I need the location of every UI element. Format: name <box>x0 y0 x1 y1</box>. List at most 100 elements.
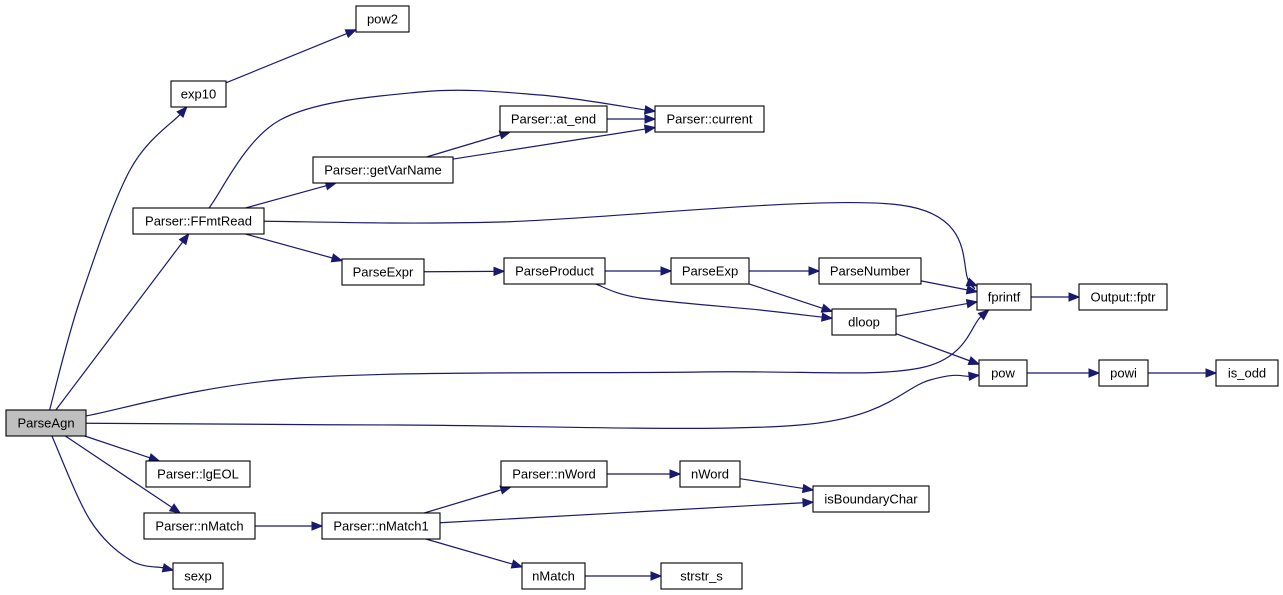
node-lgEOL[interactable]: Parser::lgEOL <box>145 460 251 488</box>
edge-pnMatch1-to-nMatch <box>425 538 513 565</box>
node-pow[interactable]: pow <box>978 359 1028 387</box>
node-box-strstr_s[interactable] <box>660 562 743 590</box>
node-fptr[interactable]: Output::fptr <box>1078 283 1168 311</box>
node-box-ParseExpr[interactable] <box>341 258 425 286</box>
node-box-fprintf[interactable] <box>976 283 1032 311</box>
arrowhead-root-to-pnMatch <box>168 503 182 514</box>
node-is_odd[interactable]: is_odd <box>1215 359 1279 387</box>
node-box-nMatch[interactable] <box>521 562 586 590</box>
node-box-lgEOL[interactable] <box>145 460 251 488</box>
node-box-powi[interactable] <box>1098 359 1149 387</box>
node-box-root[interactable] <box>5 409 87 437</box>
node-ParseProduct[interactable]: ParseProduct <box>503 257 606 285</box>
node-label-getVarName: Parser::getVarName <box>324 163 442 178</box>
node-label-dloop: dloop <box>848 315 880 330</box>
node-label-FFmtRead: Parser::FFmtRead <box>145 214 252 229</box>
node-getVarName[interactable]: Parser::getVarName <box>312 156 454 184</box>
arrowhead-dloop-to-pow <box>967 356 981 366</box>
edge-dloop-to-pow <box>895 333 970 362</box>
arrowhead-ParseNumber-to-fprintf <box>965 285 979 295</box>
node-label-ParseExpr: ParseExpr <box>353 265 414 280</box>
arrowhead-exp10-to-pow2 <box>344 29 358 39</box>
node-box-fptr[interactable] <box>1078 283 1168 311</box>
node-box-pnMatch1[interactable] <box>321 512 441 540</box>
node-box-FFmtRead[interactable] <box>132 207 265 235</box>
edge-getVarName-to-current <box>452 128 646 160</box>
node-nWord[interactable]: nWord <box>679 460 741 488</box>
edge-root-to-sexp <box>51 435 164 569</box>
node-box-pow[interactable] <box>978 359 1028 387</box>
node-label-strstr_s: strstr_s <box>680 569 723 584</box>
arrowhead-pow-to-powi <box>1088 368 1101 378</box>
arrowhead-pnMatch-to-pnMatch1 <box>311 521 324 531</box>
node-root[interactable]: ParseAgn <box>5 409 87 437</box>
node-label-ParseProduct: ParseProduct <box>515 264 594 279</box>
arrowhead-fprintf-to-fptr <box>1068 292 1081 302</box>
edge-root-to-pow <box>85 374 970 429</box>
node-isBoundaryChar[interactable]: isBoundaryChar <box>812 485 930 513</box>
node-ParseExpr[interactable]: ParseExpr <box>341 258 425 286</box>
node-label-powi: powi <box>1110 366 1137 381</box>
node-label-pnMatch: Parser::nMatch <box>155 519 243 534</box>
node-pow2[interactable]: pow2 <box>355 5 410 33</box>
node-box-nWord[interactable] <box>679 460 741 488</box>
edge-getVarName-to-at_end <box>426 134 501 158</box>
node-at_end[interactable]: Parser::at_end <box>499 105 608 133</box>
node-box-ParseNumber[interactable] <box>818 257 922 285</box>
arrowhead-dloop-to-fprintf <box>965 299 979 309</box>
edge-root-to-lgEOL <box>84 435 150 459</box>
node-box-at_end[interactable] <box>499 105 608 133</box>
edge-dloop-to-fprintf <box>895 302 968 317</box>
node-box-getVarName[interactable] <box>312 156 454 184</box>
node-label-ParseNumber: ParseNumber <box>830 264 911 279</box>
arrowhead-root-to-sexp <box>161 563 175 573</box>
node-exp10[interactable]: exp10 <box>170 80 227 108</box>
node-label-sexp: sexp <box>184 569 211 584</box>
node-box-ParseExp[interactable] <box>670 257 750 285</box>
node-sexp[interactable]: sexp <box>172 562 224 590</box>
arrowhead-ParseProduct-to-dloop <box>821 312 834 322</box>
node-box-pnWord[interactable] <box>500 460 608 488</box>
arrowhead-FFmtRead-to-fprintf <box>965 277 979 287</box>
node-powi[interactable]: powi <box>1098 359 1149 387</box>
node-label-nMatch: nMatch <box>532 569 575 584</box>
node-ParseNumber[interactable]: ParseNumber <box>818 257 922 285</box>
node-box-pnMatch[interactable] <box>143 512 256 540</box>
node-label-pnMatch1: Parser::nMatch1 <box>333 519 428 534</box>
node-box-isBoundaryChar[interactable] <box>812 485 930 513</box>
node-dloop[interactable]: dloop <box>831 308 897 336</box>
node-label-fptr: Output::fptr <box>1090 290 1156 305</box>
node-label-isBoundaryChar: isBoundaryChar <box>824 492 918 507</box>
node-pnWord[interactable]: Parser::nWord <box>500 460 608 488</box>
arrowhead-pnMatch1-to-isBoundaryChar <box>802 498 815 508</box>
node-strstr_s[interactable]: strstr_s <box>660 562 743 590</box>
node-box-is_odd[interactable] <box>1215 359 1279 387</box>
node-ParseExp[interactable]: ParseExp <box>670 257 750 285</box>
arrowhead-ParseExp-to-dloop <box>820 303 834 313</box>
node-box-current[interactable] <box>654 105 765 133</box>
edge-ParseNumber-to-fprintf <box>920 280 968 291</box>
node-box-exp10[interactable] <box>170 80 227 108</box>
node-current[interactable]: Parser::current <box>654 105 765 133</box>
node-label-is_odd: is_odd <box>1228 366 1266 381</box>
node-box-pow2[interactable] <box>355 5 410 33</box>
arrowhead-FFmtRead-to-ParseExpr <box>330 253 344 263</box>
node-nMatch[interactable]: nMatch <box>521 562 586 590</box>
edge-FFmtRead-to-ParseExpr <box>245 233 333 259</box>
arrowhead-root-to-exp10 <box>176 105 188 118</box>
node-label-root: ParseAgn <box>17 416 74 431</box>
node-FFmtRead[interactable]: Parser::FFmtRead <box>132 207 265 235</box>
node-fprintf[interactable]: fprintf <box>976 283 1032 311</box>
node-pnMatch1[interactable]: Parser::nMatch1 <box>321 512 441 540</box>
arrowhead-powi-to-is_odd <box>1205 368 1218 378</box>
node-pnMatch[interactable]: Parser::nMatch <box>143 512 256 540</box>
node-box-ParseProduct[interactable] <box>503 257 606 285</box>
arrowhead-pnMatch1-to-nMatch <box>510 559 524 569</box>
edge-pnMatch1-to-isBoundaryChar <box>439 502 804 524</box>
edge-exp10-to-pow2 <box>225 33 347 84</box>
node-box-dloop[interactable] <box>831 308 897 336</box>
arrowhead-root-to-pow <box>968 371 981 382</box>
node-box-sexp[interactable] <box>172 562 224 590</box>
edge-root-to-fprintf <box>85 315 982 417</box>
